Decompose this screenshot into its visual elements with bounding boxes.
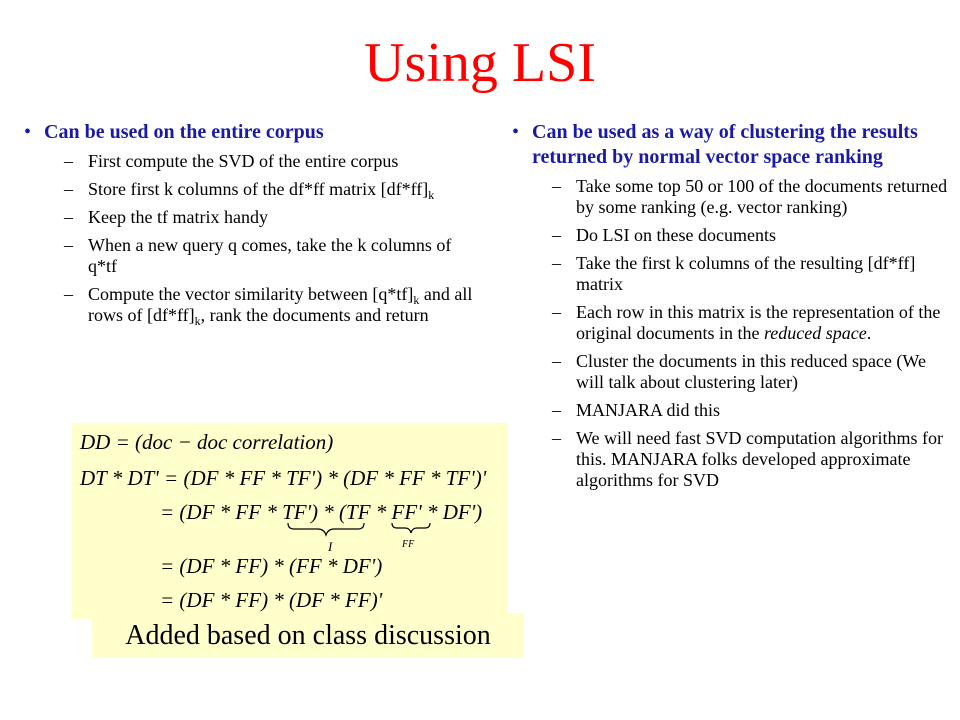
formula-line-5: = (DF * FF) * (DF * FF)'	[160, 588, 383, 612]
dash-icon: –	[552, 176, 561, 196]
formula-line-2: DT * DT' = (DF * FF * TF') * (DF * FF * …	[79, 466, 487, 490]
sub-item-text: Store first k columns of the df*ff matri…	[88, 179, 435, 202]
sub-item: – Store first k columns of the df*ff mat…	[64, 179, 480, 202]
bullet-text: Can be used as a way of clustering the r…	[532, 121, 918, 168]
bullet-clustering: • Can be used as a way of clustering the…	[512, 120, 948, 170]
sub-item-text: Each row in this matrix is the represent…	[576, 302, 941, 343]
formula-line-3: = (DF * FF * TF') * (TF * FF' * DF')	[160, 500, 482, 524]
sub-item: – Do LSI on these documents	[552, 225, 948, 246]
right-column: • Can be used as a way of clustering the…	[512, 120, 948, 498]
sub-item-text: When a new query q comes, take the k col…	[88, 235, 452, 276]
sub-item: – Keep the tf matrix handy	[64, 207, 480, 228]
formula-line-1: DD = (doc − doc correlation)	[79, 430, 333, 454]
left-column: • Can be used on the entire corpus – Fir…	[24, 120, 480, 333]
sub-item: – We will need fast SVD computation algo…	[552, 428, 948, 491]
sub-item: – Take some top 50 or 100 of the documen…	[552, 176, 948, 218]
sub-item: – First compute the SVD of the entire co…	[64, 151, 480, 172]
underbrace-icon	[287, 522, 365, 537]
sub-item-text: MANJARA did this	[576, 400, 721, 420]
sub-item: – Cluster the documents in this reduced …	[552, 351, 948, 393]
sub-item-text: Keep the tf matrix handy	[88, 207, 268, 227]
sub-item-text: Compute the vector similarity between [q…	[88, 284, 473, 328]
sub-item: – Take the first k columns of the result…	[552, 253, 948, 295]
sub-item-text: Take the first k columns of the resultin…	[576, 253, 916, 294]
sub-item: – Each row in this matrix is the represe…	[552, 302, 948, 344]
dash-icon: –	[64, 179, 73, 199]
dash-icon: –	[64, 207, 73, 227]
brace-label-i: I	[327, 539, 333, 554]
sub-item: – Compute the vector similarity between …	[64, 284, 480, 328]
sub-item-text: First compute the SVD of the entire corp…	[88, 151, 399, 171]
dash-icon: –	[552, 225, 561, 245]
formula-box: DD = (doc − doc correlation) DT * DT' = …	[72, 423, 508, 619]
underbrace-icon	[391, 522, 431, 534]
class-discussion-note: Added based on class discussion	[92, 613, 524, 658]
bullet-entire-corpus: • Can be used on the entire corpus	[24, 120, 480, 145]
bullet-dot-icon: •	[24, 121, 32, 143]
dash-icon: –	[552, 351, 561, 371]
sub-item-text: Take some top 50 or 100 of the documents…	[576, 176, 948, 217]
dash-icon: –	[552, 253, 561, 273]
formula-line-4: = (DF * FF) * (FF * DF')	[160, 554, 382, 578]
sub-item-text: We will need fast SVD computation algori…	[576, 428, 943, 490]
slide-title: Using LSI	[364, 32, 596, 94]
dash-icon: –	[64, 284, 73, 304]
sub-item: – MANJARA did this	[552, 400, 948, 421]
sub-item-text: Do LSI on these documents	[576, 225, 776, 245]
dash-icon: –	[552, 400, 561, 420]
bullet-text: Can be used on the entire corpus	[44, 121, 324, 143]
brace-label-ff: FF	[401, 539, 415, 550]
dash-icon: –	[64, 151, 73, 171]
dash-icon: –	[552, 428, 561, 448]
dash-icon: –	[64, 235, 73, 255]
bullet-dot-icon: •	[512, 121, 520, 143]
formula-svg: DD = (doc − doc correlation) DT * DT' = …	[79, 430, 487, 612]
sub-item: – When a new query q comes, take the k c…	[64, 235, 480, 277]
dash-icon: –	[552, 302, 561, 322]
sub-item-text: Cluster the documents in this reduced sp…	[576, 351, 926, 392]
